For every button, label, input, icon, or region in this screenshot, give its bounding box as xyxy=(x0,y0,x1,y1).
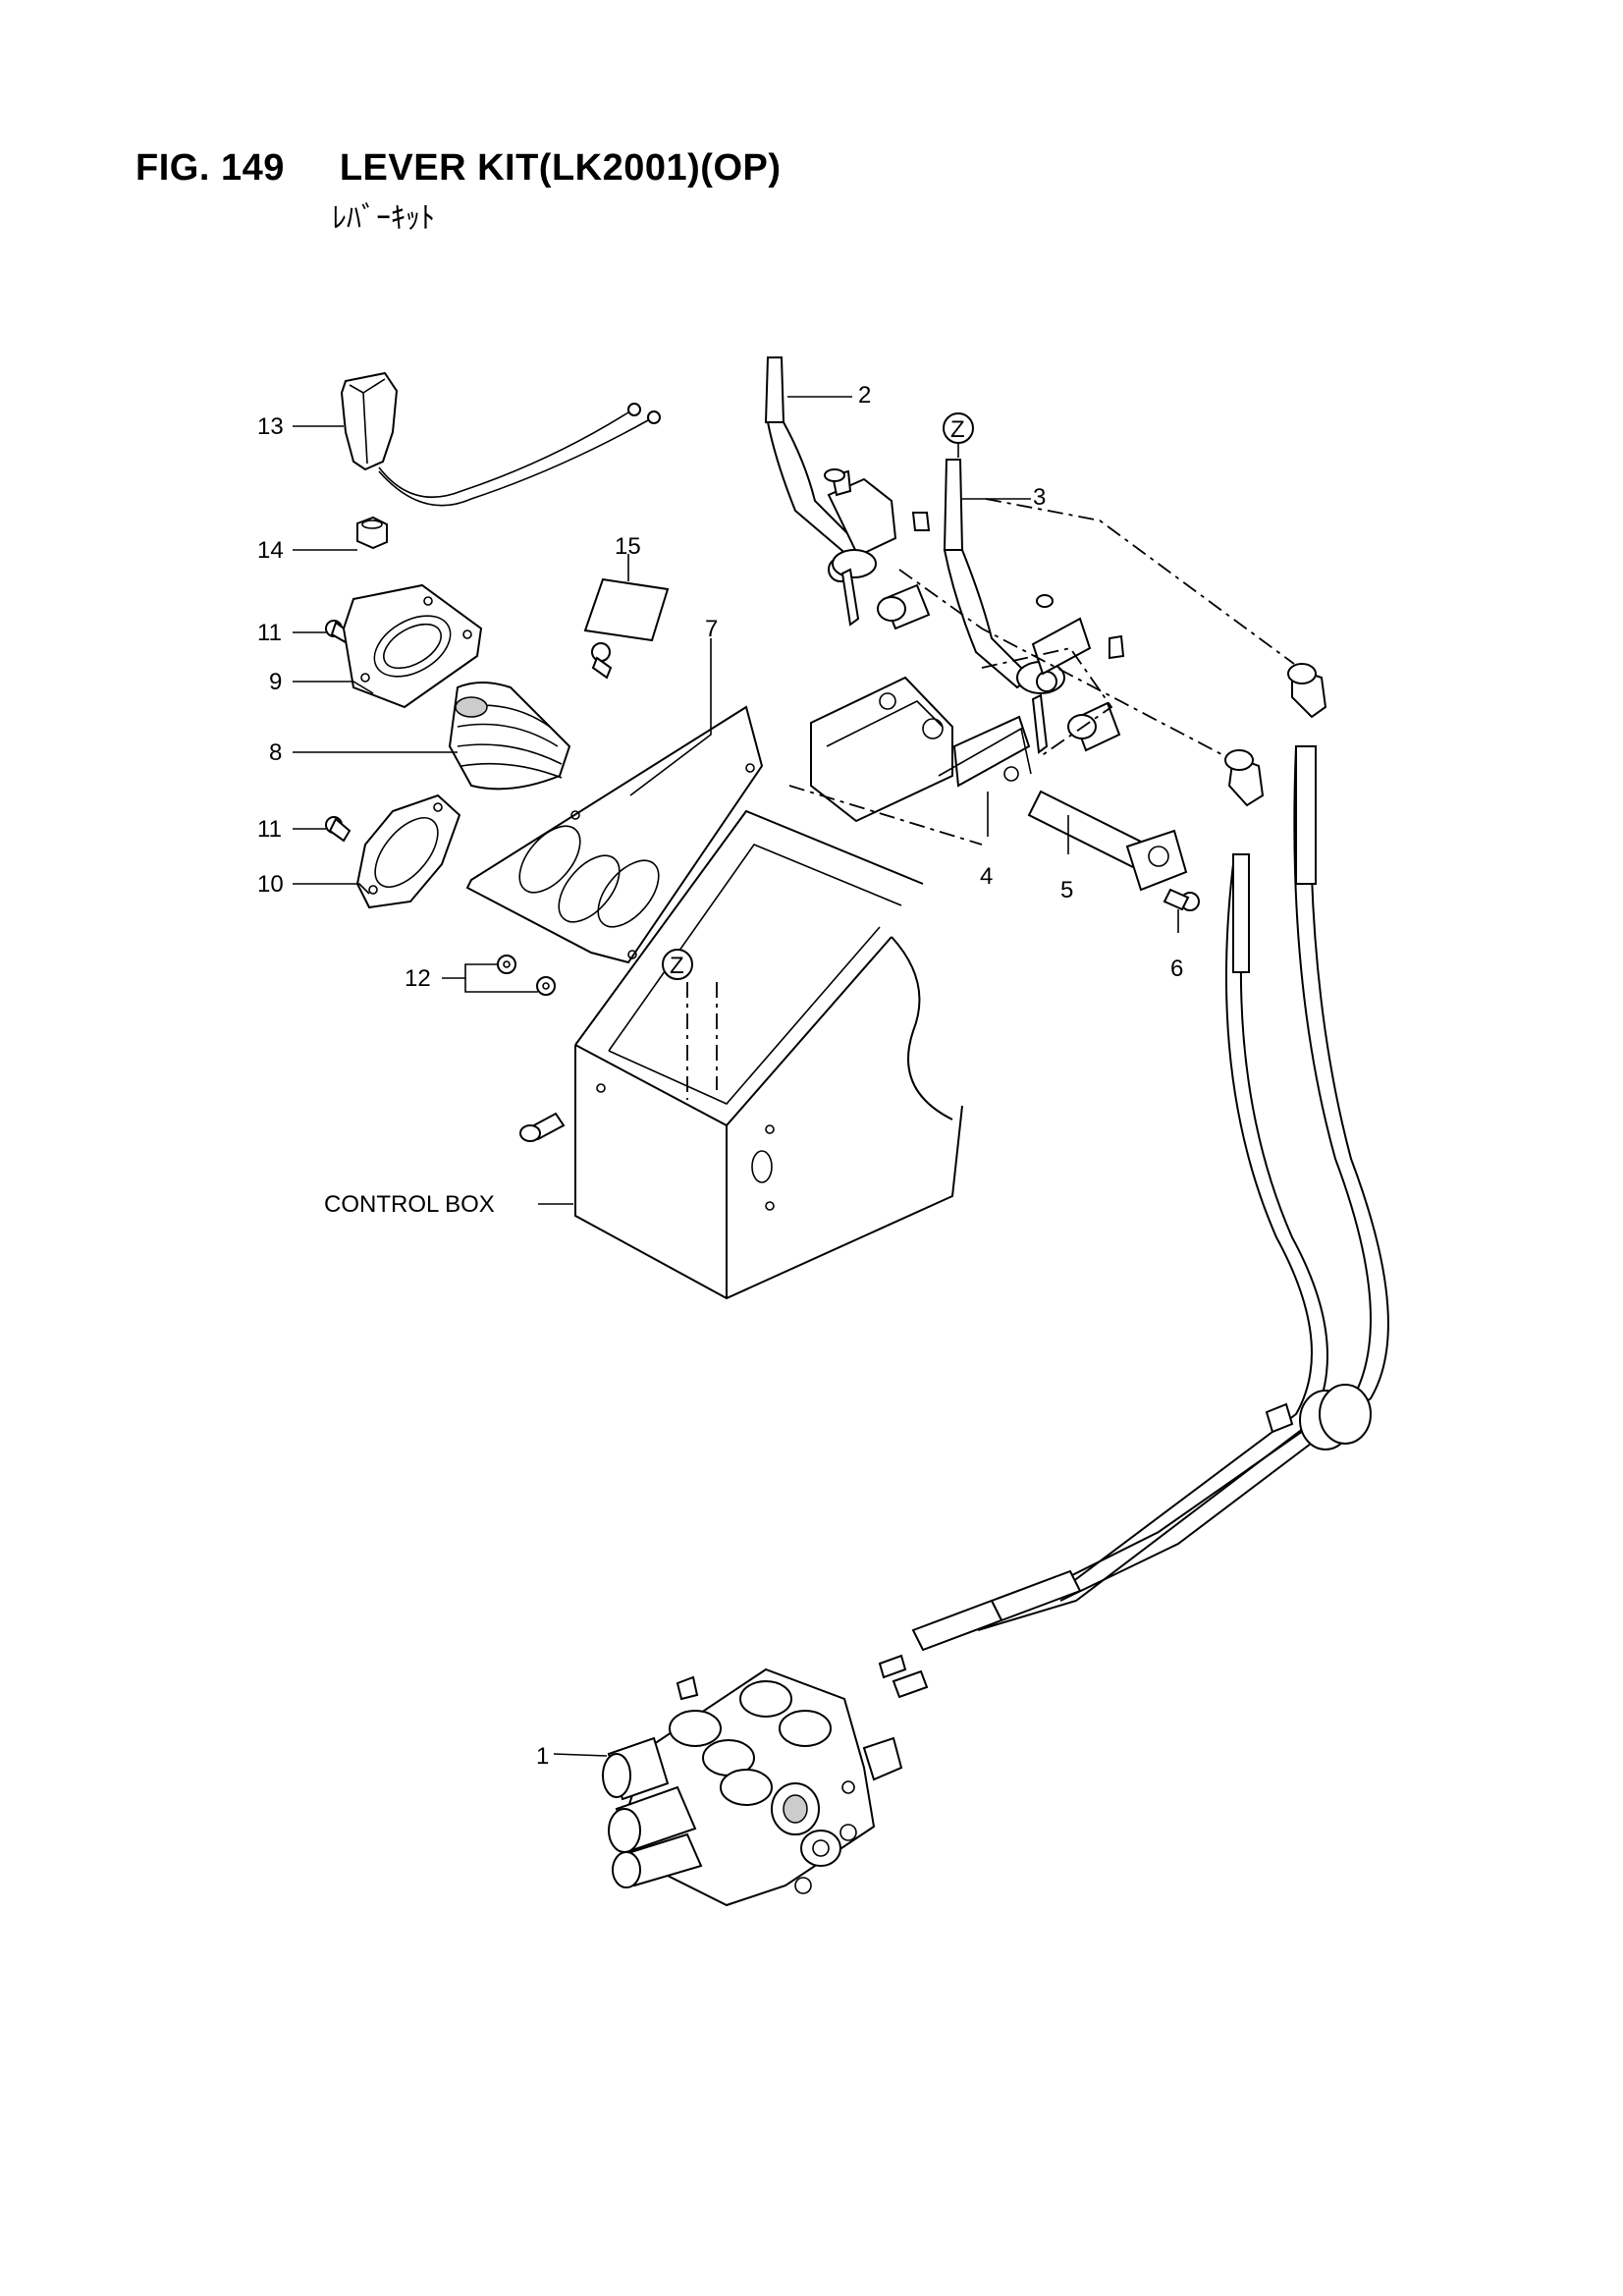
part-12-nuts xyxy=(497,955,556,996)
callout-13: 13 xyxy=(257,413,284,440)
callout-12: 12 xyxy=(405,965,431,992)
callout-4: 4 xyxy=(980,863,993,890)
part-1-valve xyxy=(602,1667,903,1907)
cables xyxy=(878,745,1389,1699)
callout-15: 15 xyxy=(615,533,641,560)
cable-elbow-right xyxy=(1287,663,1327,719)
callout-6: 6 xyxy=(1170,956,1183,982)
z-marker-top-label: Z xyxy=(950,416,965,443)
callout-14: 14 xyxy=(257,537,284,564)
callout-11-upper: 11 xyxy=(257,620,282,646)
dash-link-3 xyxy=(985,498,1295,665)
part-4-bracket xyxy=(788,676,1032,846)
part-6-screw xyxy=(1163,888,1200,911)
part-10-gasket xyxy=(355,793,461,909)
callout-5: 5 xyxy=(1060,877,1073,903)
part-15-label xyxy=(583,577,670,642)
callout-2: 2 xyxy=(858,382,871,409)
callout-control-box: CONTROL BOX xyxy=(324,1191,495,1218)
callout-10: 10 xyxy=(257,871,284,898)
z-marker-box-label: Z xyxy=(670,953,684,979)
figure-subtitle: ﾚﾊﾞｰｷｯﾄ xyxy=(332,201,435,236)
part-13-grip xyxy=(340,371,661,507)
part-9-plate xyxy=(342,583,483,709)
figure-title-line: FIG. 149 LEVER KIT(LK2001)(OP) xyxy=(135,147,782,190)
part-11-bolt-lower xyxy=(325,816,352,843)
figure-title: LEVER KIT(LK2001)(OP) xyxy=(339,147,782,189)
callout-7: 7 xyxy=(705,616,718,642)
control-box xyxy=(519,809,963,1300)
part-7-cover xyxy=(465,705,764,964)
figure-number: FIG. 149 xyxy=(135,147,285,189)
callout-1: 1 xyxy=(536,1743,549,1770)
view-marker-z-top: Z xyxy=(943,412,974,458)
dash-link-2 xyxy=(898,569,1222,755)
leader-lines xyxy=(293,396,1179,1757)
callout-11-lower: 11 xyxy=(257,816,282,843)
part-14-nut xyxy=(356,516,388,550)
part-8-boot xyxy=(448,682,571,791)
cable-elbow-left xyxy=(1224,749,1265,807)
callout-8: 8 xyxy=(269,739,282,766)
figure-header: FIG. 149 LEVER KIT(LK2001)(OP) ﾚﾊﾞｰｷｯﾄ xyxy=(135,147,782,237)
callout-3: 3 xyxy=(1033,484,1046,511)
part-2-lever xyxy=(764,356,931,630)
part-3-lever xyxy=(943,459,1125,757)
part-5-shaft xyxy=(1027,790,1188,892)
callout-9: 9 xyxy=(269,669,282,695)
cover-screw xyxy=(591,642,613,680)
view-marker-z-box: Z xyxy=(662,949,693,980)
